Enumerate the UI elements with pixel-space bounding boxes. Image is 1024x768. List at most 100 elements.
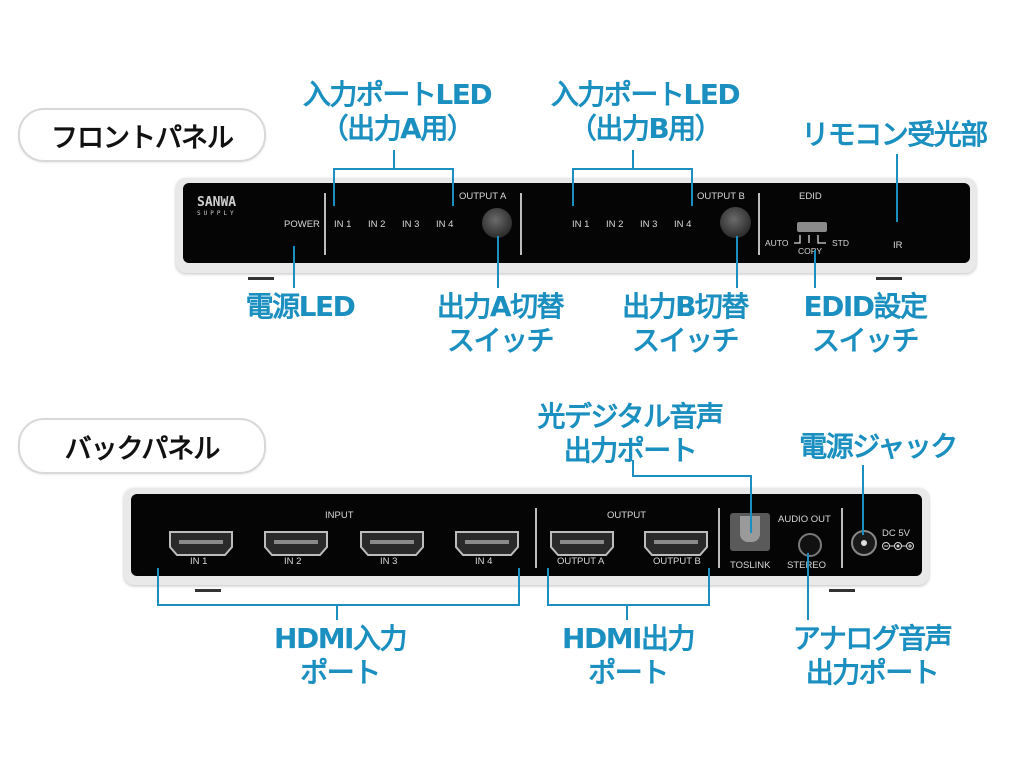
back-device-face — [131, 494, 922, 576]
toslink-label: TOSLINK — [730, 560, 771, 571]
polarity-icon — [882, 542, 914, 550]
callout-hdmi-in-line2: ポート — [300, 656, 381, 689]
hdmi-in4-label: IN 4 — [475, 556, 493, 567]
led-b-bracket-top — [572, 168, 692, 170]
output-b-label: OUTPUT B — [697, 191, 745, 202]
hdmi-in-stem — [336, 604, 338, 620]
output-a-switch[interactable] — [482, 208, 512, 238]
stereo-jack[interactable] — [798, 533, 822, 557]
callout-optical-audio-line1: 光デジタル音声 — [537, 400, 724, 433]
hdmi-in1-port[interactable] — [167, 529, 235, 559]
callout-hdmi-out: HDMI出力 ポート — [528, 622, 728, 690]
callout-switch-b-line1: 出力B切替 — [622, 290, 749, 323]
led-b-in4: IN 4 — [674, 219, 692, 230]
front-divider-1 — [324, 193, 326, 255]
callout-hdmi-in: HDMI入力 ポート — [240, 622, 440, 690]
optical-line-left — [632, 460, 634, 476]
led-b-stem — [632, 150, 634, 169]
callout-switch-a-line1: 出力A切替 — [436, 290, 565, 323]
led-a-in1: IN 1 — [334, 219, 352, 230]
callout-edid-switch-line2: スイッチ — [811, 324, 920, 357]
output-section-label: OUTPUT — [607, 510, 647, 521]
callout-remote-receiver: リモコン受光部 — [801, 118, 988, 151]
callout-switch-a: 出力A切替 スイッチ — [410, 290, 590, 358]
power-led-line — [293, 246, 295, 288]
hdmi-out-bracket-right — [708, 568, 710, 606]
callout-switch-a-line2: スイッチ — [446, 324, 555, 357]
front-panel-title: フロントパネル — [18, 108, 266, 162]
led-a-in4: IN 4 — [436, 219, 454, 230]
edid-auto-label: AUTO — [765, 238, 789, 248]
callout-input-led-a: 入力ポートLED （出力A用） — [272, 78, 522, 146]
led-b-bracket-right — [691, 168, 693, 206]
hdmi-in1-label: IN 1 — [190, 556, 208, 567]
sanwa-logo-line1: SANWA — [197, 195, 237, 210]
led-a-bracket-left — [333, 168, 335, 206]
led-b-bracket-left — [572, 168, 574, 206]
hdmi-in3-port[interactable] — [358, 529, 426, 559]
callout-analog-audio-line2: 出力ポート — [805, 656, 940, 689]
hdmi-out-b-port[interactable] — [642, 529, 710, 559]
edid-position-marks — [794, 235, 826, 244]
front-device-foot-left — [248, 277, 274, 280]
front-divider-3 — [758, 193, 760, 255]
ir-line — [896, 154, 898, 222]
hdmi-in4-port[interactable] — [453, 529, 521, 559]
power-jack-line — [862, 465, 864, 535]
back-divider-3 — [841, 508, 843, 568]
led-a-in2: IN 2 — [368, 219, 386, 230]
back-panel-title: バックパネル — [18, 418, 266, 474]
hdmi-out-bracket-left — [547, 568, 549, 606]
hdmi-in2-label: IN 2 — [284, 556, 302, 567]
stereo-label: STEREO — [787, 560, 826, 571]
led-a-bracket-top — [333, 168, 453, 170]
input-section-label: INPUT — [325, 510, 354, 521]
callout-optical-audio-line2: 出力ポート — [563, 434, 698, 467]
hdmi-in-bracket-bottom — [157, 604, 520, 606]
analog-audio-line — [807, 553, 809, 620]
callout-power-led: 電源LED — [245, 290, 356, 323]
callout-input-led-a-line1: 入力ポートLED — [302, 78, 493, 111]
led-a-in3: IN 3 — [402, 219, 420, 230]
led-b-in3: IN 3 — [640, 219, 658, 230]
callout-input-led-b-line1: 入力ポートLED — [550, 78, 741, 111]
hdmi-in-bracket-left — [157, 568, 159, 606]
led-b-in2: IN 2 — [606, 219, 624, 230]
callout-power-jack: 電源ジャック — [799, 430, 958, 463]
back-device-foot-right — [829, 589, 855, 592]
hdmi-in3-label: IN 3 — [380, 556, 398, 567]
hdmi-out-a-label: OUTPUT A — [557, 556, 605, 567]
callout-switch-b-line2: スイッチ — [631, 324, 740, 357]
callout-input-led-b: 入力ポートLED （出力B用） — [520, 78, 770, 146]
dc-power-jack-pin — [861, 540, 867, 546]
output-a-label: OUTPUT A — [459, 191, 507, 202]
led-a-stem — [393, 150, 395, 169]
callout-edid-switch-line1: EDID設定 — [803, 290, 928, 323]
led-a-bracket-right — [452, 168, 454, 206]
front-device-foot-right — [876, 277, 902, 280]
callout-hdmi-out-line2: ポート — [588, 656, 669, 689]
sanwa-logo-line2: SUPPLY — [197, 210, 237, 217]
callout-hdmi-out-line1: HDMI出力 — [562, 622, 695, 655]
back-divider-2 — [718, 508, 720, 568]
dc-label: DC 5V — [882, 528, 910, 539]
edid-label: EDID — [799, 191, 822, 202]
output-b-switch[interactable] — [720, 207, 751, 238]
dc-power-jack[interactable] — [851, 530, 877, 556]
front-device-face — [183, 183, 970, 263]
hdmi-out-bracket-bottom — [547, 604, 710, 606]
edid-switch[interactable] — [797, 222, 827, 232]
edid-switch-line — [814, 250, 816, 288]
switch-b-line — [736, 236, 738, 288]
back-divider-1 — [535, 508, 537, 568]
switch-a-line — [497, 236, 499, 288]
optical-line-horizontal — [632, 475, 752, 477]
callout-analog-audio: アナログ音声 出力ポート — [752, 622, 992, 690]
hdmi-out-b-label: OUTPUT B — [653, 556, 701, 567]
hdmi-in2-port[interactable] — [262, 529, 330, 559]
front-divider-2 — [520, 193, 522, 255]
optical-line-down — [750, 475, 752, 533]
hdmi-out-a-port[interactable] — [548, 529, 616, 559]
callout-hdmi-in-line1: HDMI入力 — [274, 622, 407, 655]
led-b-in1: IN 1 — [572, 219, 590, 230]
